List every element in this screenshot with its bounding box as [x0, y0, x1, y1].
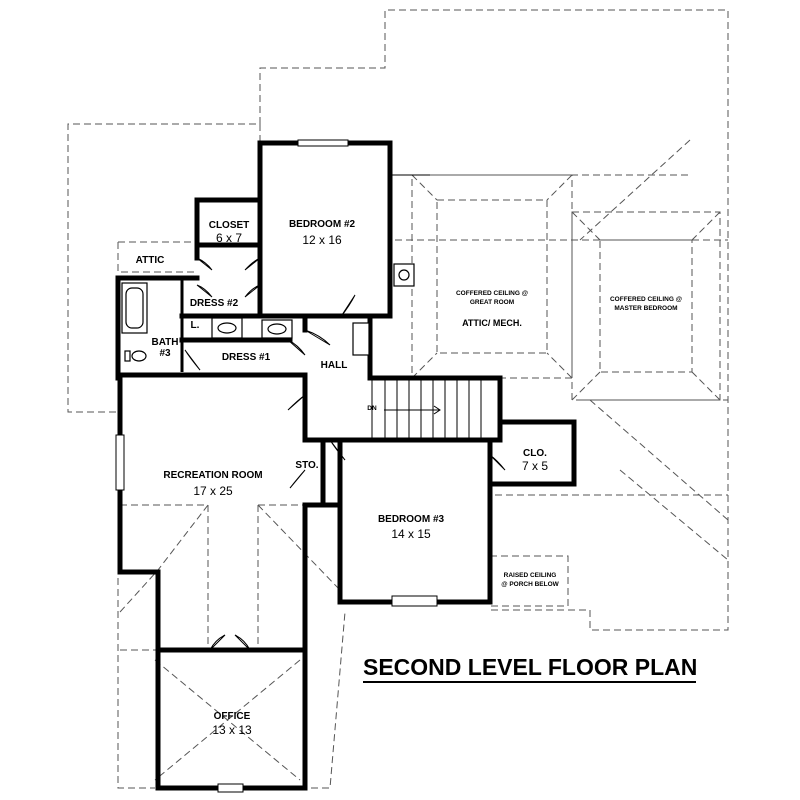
note-line: COFFERED CEILING @ [610, 296, 682, 303]
note-line: COFFERED CEILING @ [456, 290, 528, 297]
label-dress-2: DRESS #2 [190, 298, 239, 309]
room-number: #3 [159, 348, 171, 359]
room-name: CLOSET [209, 220, 250, 231]
note-line: RAISED CEILING [504, 572, 557, 579]
label-attic: ATTIC [136, 255, 165, 266]
room-size: 13 x 13 [212, 723, 252, 737]
label-dress-1: DRESS #1 [222, 352, 271, 363]
room-name: OFFICE [214, 711, 251, 722]
walls [115, 140, 577, 791]
room-closet: CLOSET 6 x 7 [209, 220, 250, 245]
label-hall: HALL [321, 360, 348, 371]
plan-title: SECOND LEVEL FLOOR PLAN [363, 654, 697, 680]
room-size: 6 x 7 [216, 231, 242, 245]
room-name: BEDROOM #3 [378, 514, 445, 525]
room-office: OFFICE 13 x 13 [212, 711, 252, 737]
staircase [371, 379, 499, 439]
room-recreation: RECREATION ROOM 17 x 25 [163, 470, 262, 498]
note-line: @ PORCH BELOW [501, 581, 559, 588]
label-linen: L. [191, 320, 200, 331]
note-line: GREAT ROOM [470, 299, 514, 306]
room-bath-3: BATH #3 [151, 337, 178, 359]
coffered-ceiling-master-bedroom [571, 211, 721, 401]
room-bedroom-3: BEDROOM #3 14 x 15 [378, 514, 445, 541]
room-size: 12 x 16 [302, 233, 342, 247]
label-stair-down: DN [367, 405, 377, 412]
room-name: BATH [151, 337, 178, 348]
note-attic-mech: ATTIC/ MECH. [462, 318, 522, 328]
toilet [131, 350, 147, 362]
room-name: CLO. [523, 448, 547, 459]
note-master-bedroom: COFFERED CEILING @ MASTER BEDROOM [610, 296, 682, 312]
note-great-room: COFFERED CEILING @ GREAT ROOM ATTIC/ MEC… [456, 290, 528, 328]
room-bedroom-2: BEDROOM #2 12 x 16 [289, 219, 356, 247]
room-name: RECREATION ROOM [163, 470, 262, 481]
coffered-ceiling-great-room [411, 174, 573, 379]
windows [115, 139, 438, 793]
room-size: 14 x 15 [391, 527, 431, 541]
note-porch: RAISED CEILING @ PORCH BELOW [501, 572, 559, 588]
room-size: 17 x 25 [193, 484, 233, 498]
room-size: 7 x 5 [522, 459, 548, 473]
roof-outline [67, 9, 729, 789]
hall-cabinet [352, 322, 370, 356]
room-name: BEDROOM #2 [289, 219, 356, 230]
room-clo: CLO. 7 x 5 [522, 448, 548, 473]
doors [184, 257, 506, 651]
note-line: MASTER BEDROOM [614, 305, 677, 312]
fixtures [121, 263, 415, 362]
label-storage: STO. [295, 460, 318, 471]
